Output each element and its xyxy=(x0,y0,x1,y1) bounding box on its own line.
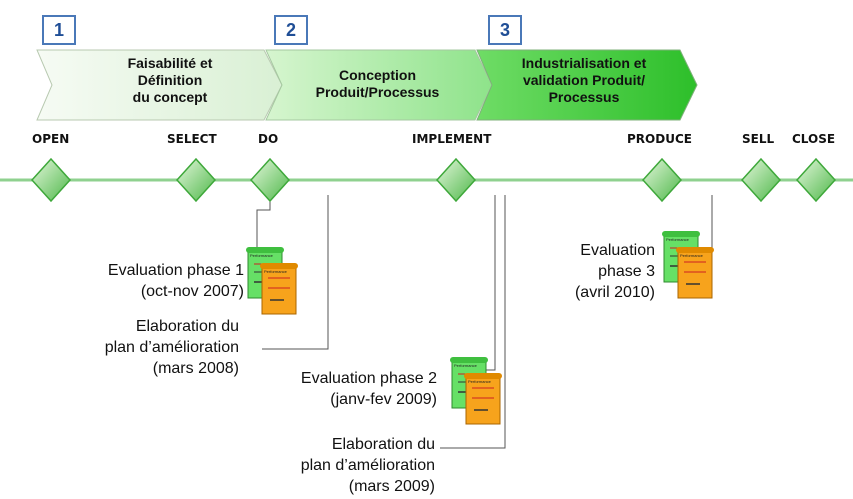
note-improvement-plan-1: Elaboration du plan d’amélioration (mars… xyxy=(104,318,239,377)
milestone-label-sell: SELL xyxy=(742,132,775,146)
milestone-diamond-do xyxy=(249,157,291,203)
milestone-diamond-sell xyxy=(740,157,782,203)
milestone-diamond-close xyxy=(795,157,837,203)
milestone-label-select: SELECT xyxy=(167,132,217,146)
doc-caption-orange: Performance xyxy=(468,379,492,384)
doc-caption-orange: Performance xyxy=(680,253,704,258)
milestone-diamonds xyxy=(30,157,837,203)
doc-caption-green: Performance xyxy=(250,253,274,258)
note-improvement-plan-2: Elaboration du plan d’amélioration (mars… xyxy=(300,436,435,495)
milestone-label-open: OPEN xyxy=(32,132,70,146)
milestone-diamond-produce xyxy=(641,157,683,203)
milestone-label-produce: PRODUCE xyxy=(627,132,692,146)
phase-3-number: 3 xyxy=(488,15,522,45)
milestone-diamond-implement xyxy=(435,157,477,203)
note-evaluation-phase-3: Evaluation phase 3 (avril 2010) xyxy=(574,242,655,301)
milestone-label-close: CLOSE xyxy=(792,132,836,146)
note-evaluation-phase-1: Evaluation phase 1 (oct-nov 2007) xyxy=(107,262,244,300)
phase-3-arrow xyxy=(476,49,698,121)
phase-2-arrow xyxy=(265,49,493,121)
milestone-label-do: DO xyxy=(258,132,279,146)
phase-2-number: 2 xyxy=(274,15,308,45)
milestone-diamond-open xyxy=(30,157,72,203)
doc-caption-green: Performance xyxy=(666,237,690,242)
phase-1-title: Faisabilité et Définition du concept xyxy=(127,55,213,105)
milestone-diamond-select xyxy=(175,157,217,203)
phase-2-title: Conception Produit/Processus xyxy=(315,67,440,100)
phase-1-arrow xyxy=(36,49,283,121)
doc-caption-green: Performance xyxy=(454,363,478,368)
phase-1-number: 1 xyxy=(42,15,76,45)
doc-caption-orange: Performance xyxy=(264,269,288,274)
phase-3-title: Industrialisation et validation Produit/… xyxy=(521,55,647,105)
milestone-label-implement: IMPLEMENT xyxy=(412,132,492,146)
note-evaluation-phase-2: Evaluation phase 2 (janv-fev 2009) xyxy=(300,370,437,408)
